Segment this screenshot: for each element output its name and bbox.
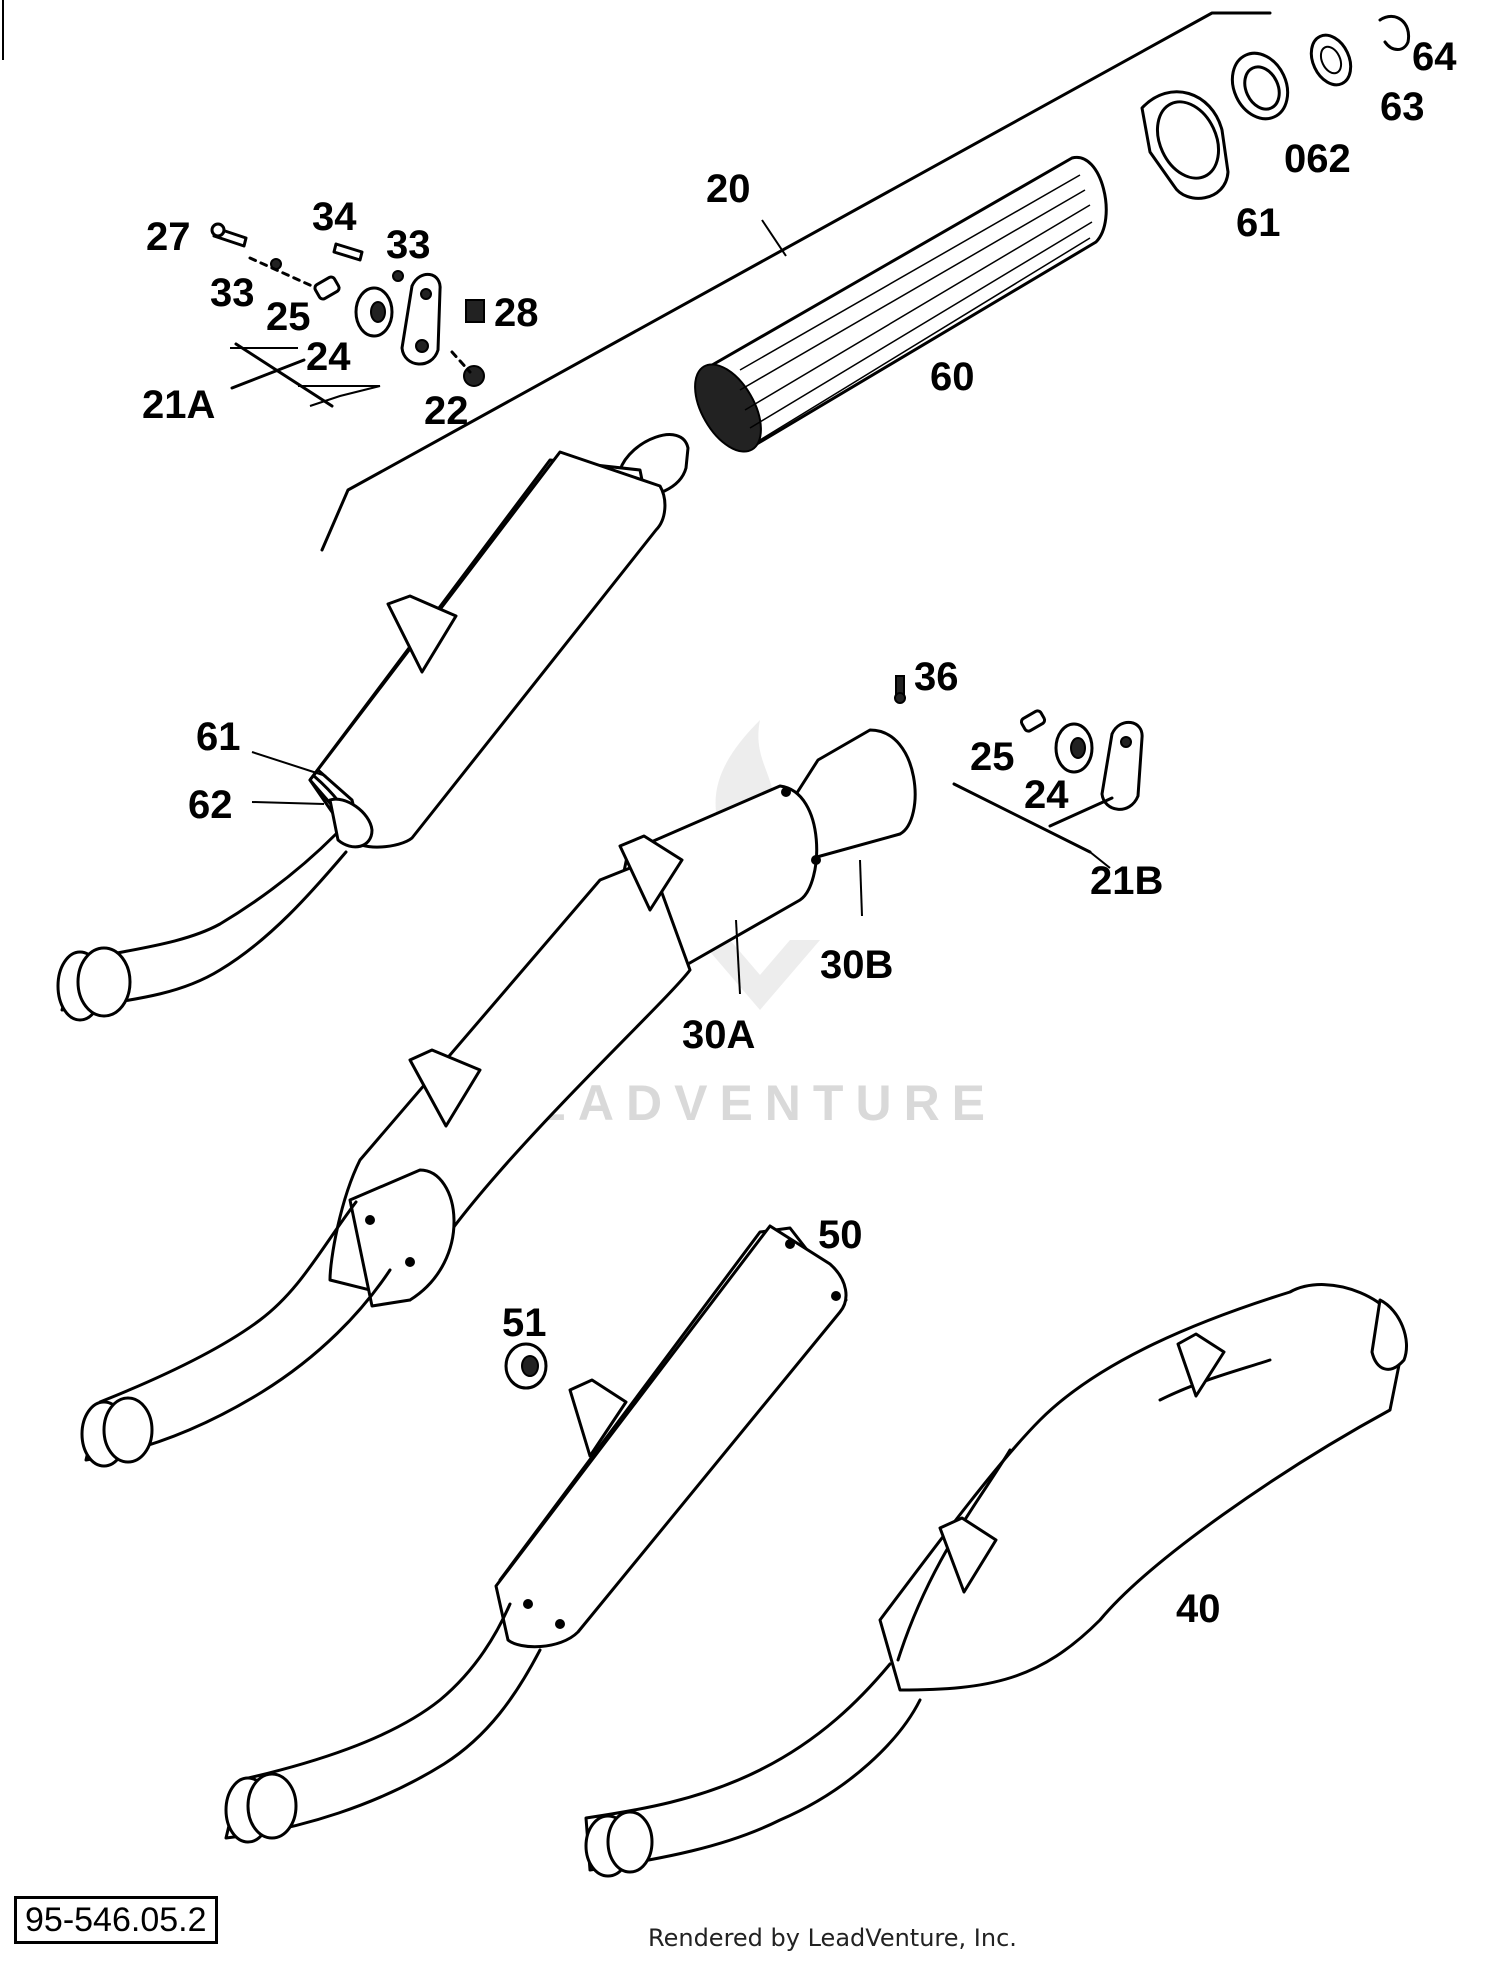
callout-63: 63	[1380, 85, 1425, 129]
callout-24-upper: 24	[306, 335, 351, 379]
washer-33b	[392, 270, 404, 282]
leader-30b	[859, 859, 863, 917]
leader-62	[251, 801, 325, 805]
callout-33-right: 33	[386, 223, 431, 267]
packing-sleeve-60	[694, 156, 1108, 453]
callout-61-top: 61	[1236, 201, 1281, 245]
leader-20	[761, 219, 787, 257]
spacer-25a	[313, 275, 341, 301]
callout-28: 28	[494, 291, 539, 335]
leader-61b	[251, 751, 327, 777]
callout-30a: 30A	[682, 1013, 755, 1057]
callout-22: 22	[424, 389, 469, 433]
rivet-36	[894, 675, 906, 704]
end-section-30b	[784, 728, 917, 862]
callout-60: 60	[930, 355, 975, 399]
callout-21a: 21A	[142, 383, 215, 427]
callout-25-lower: 25	[970, 735, 1015, 779]
callout-34: 34	[312, 195, 357, 239]
callout-20: 20	[706, 167, 751, 211]
muffler-middle	[80, 728, 917, 1468]
callout-62: 62	[188, 783, 233, 827]
callout-40: 40	[1176, 1587, 1221, 1631]
leader-21b	[1089, 851, 1111, 869]
muffler-lower-left	[224, 1224, 848, 1844]
circlip-64	[1378, 14, 1411, 51]
callout-64: 64	[1412, 35, 1457, 79]
callout-21b: 21B	[1090, 859, 1163, 903]
callout-61-lower: 61	[196, 715, 241, 759]
callout-062: 062	[1284, 137, 1351, 181]
muffler-40	[584, 1283, 1408, 1878]
muffler-upper	[56, 433, 690, 1022]
clip-28	[465, 299, 485, 323]
end-cap-61	[1140, 90, 1230, 200]
bolt-34	[332, 242, 364, 262]
render-credit: Rendered by LeadVenture, Inc.	[648, 1924, 1017, 1952]
mounting-kit-21b	[1019, 709, 1144, 811]
bracket-line-21b	[952, 782, 1114, 854]
callout-25-upper: 25	[266, 295, 311, 339]
callout-51: 51	[502, 1301, 547, 1345]
bracket-line-21a	[230, 342, 334, 408]
leader-line-20	[320, 11, 1272, 552]
damper-51	[504, 1342, 548, 1390]
diagram-code: 95-546.05.2	[14, 1896, 218, 1944]
grommet-062	[1230, 51, 1290, 121]
leader-30a	[735, 919, 741, 995]
callout-27: 27	[146, 215, 191, 259]
washer-63	[1309, 33, 1353, 87]
callout-33-left: 33	[210, 271, 255, 315]
callout-30b: 30B	[820, 943, 893, 987]
leader-24a	[298, 385, 381, 407]
callout-24-lower: 24	[1024, 773, 1069, 817]
callout-50: 50	[818, 1213, 863, 1257]
mounting-kit-21a	[210, 222, 485, 387]
callout-36: 36	[914, 655, 959, 699]
